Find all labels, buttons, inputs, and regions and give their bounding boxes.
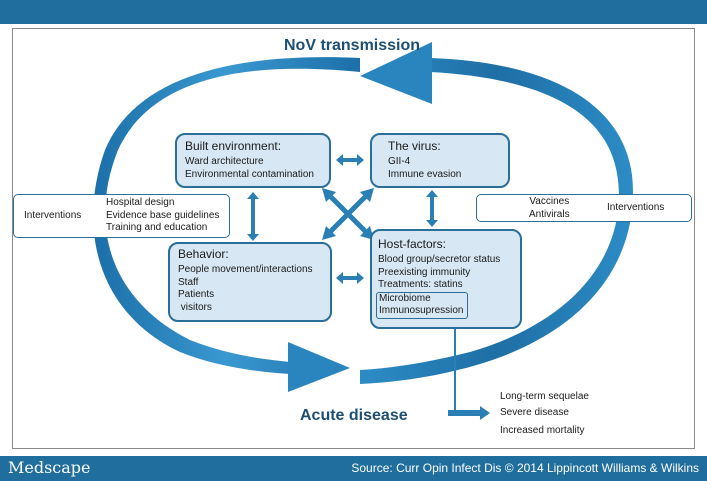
link-builtenv-virus (336, 154, 364, 166)
box-the-virus: The virus: GII-4 Immune evasion (370, 133, 510, 188)
box-title: Behavior: (178, 247, 229, 261)
cycle-arrowhead-top (360, 42, 432, 104)
outcome-arrow (448, 406, 490, 420)
box-line: People movement/interactions (178, 264, 313, 275)
box-line: Blood group/secretor status (378, 254, 501, 265)
intervention-item: Hospital design (106, 197, 175, 208)
interventions-label: Interventions (607, 202, 665, 213)
source-citation: Source: Curr Opin Infect Dis © 2014 Lipp… (351, 461, 699, 475)
intervention-item: Antivirals (529, 208, 570, 220)
link-virus-host (426, 190, 438, 227)
box-title: The virus: (388, 139, 441, 153)
left-interventions-box: Interventions Hospital design Evidence b… (13, 194, 230, 238)
box-line: visitors (178, 301, 212, 313)
box-line: Patients (178, 289, 215, 300)
left-interventions-list: Hospital design Evidence base guidelines… (106, 197, 219, 235)
diagram-title: NoV transmission (284, 37, 421, 54)
box-line: Preexisting immunity (378, 266, 471, 278)
highlight-line: Immunosupression (379, 305, 464, 316)
right-interventions-box: Vaccines Antivirals Interventions (476, 194, 692, 222)
box-line: GII-4 (388, 156, 411, 167)
box-line: Immune evasion (388, 168, 462, 180)
intervention-item: Vaccines (529, 196, 570, 207)
top-banner (0, 0, 707, 24)
link-behavior-host (336, 272, 364, 284)
outcome-item: Increased mortality (500, 425, 585, 436)
box-title: Host-factors: (378, 237, 447, 251)
box-host-factors: Host-factors: Blood group/secretor statu… (370, 229, 522, 329)
box-line: Treatments: statins (378, 279, 463, 290)
box-built-environment: Built environment: Ward architecture Env… (175, 133, 331, 188)
link-diagonal-2 (328, 194, 368, 234)
medscape-logo: Medscape (8, 458, 91, 477)
footer-bar: Medscape Source: Curr Opin Infect Dis © … (0, 456, 707, 481)
highlight-line: Microbiome (379, 292, 431, 304)
box-line: Staff (178, 276, 199, 288)
intervention-item: Evidence base guidelines (106, 209, 220, 221)
right-interventions-list: Vaccines Antivirals (529, 196, 570, 221)
box-line: Environmental contamination (185, 168, 314, 180)
intervention-item: Training and education (106, 222, 208, 233)
outcome-item: Severe disease (500, 407, 569, 418)
box-behavior: Behavior: People movement/interactions S… (168, 242, 332, 322)
link-builtenv-behavior (247, 192, 259, 241)
bottom-label: Acute disease (300, 407, 408, 424)
interventions-label: Interventions (24, 210, 82, 221)
microbiome-highlight: Microbiome Immunosupression (376, 291, 469, 319)
box-title: Built environment: (185, 139, 282, 153)
cycle-arrowhead-bottom (288, 342, 350, 392)
outcome-item: Long-term sequelae (500, 391, 589, 402)
box-line: Ward architecture (185, 156, 264, 167)
